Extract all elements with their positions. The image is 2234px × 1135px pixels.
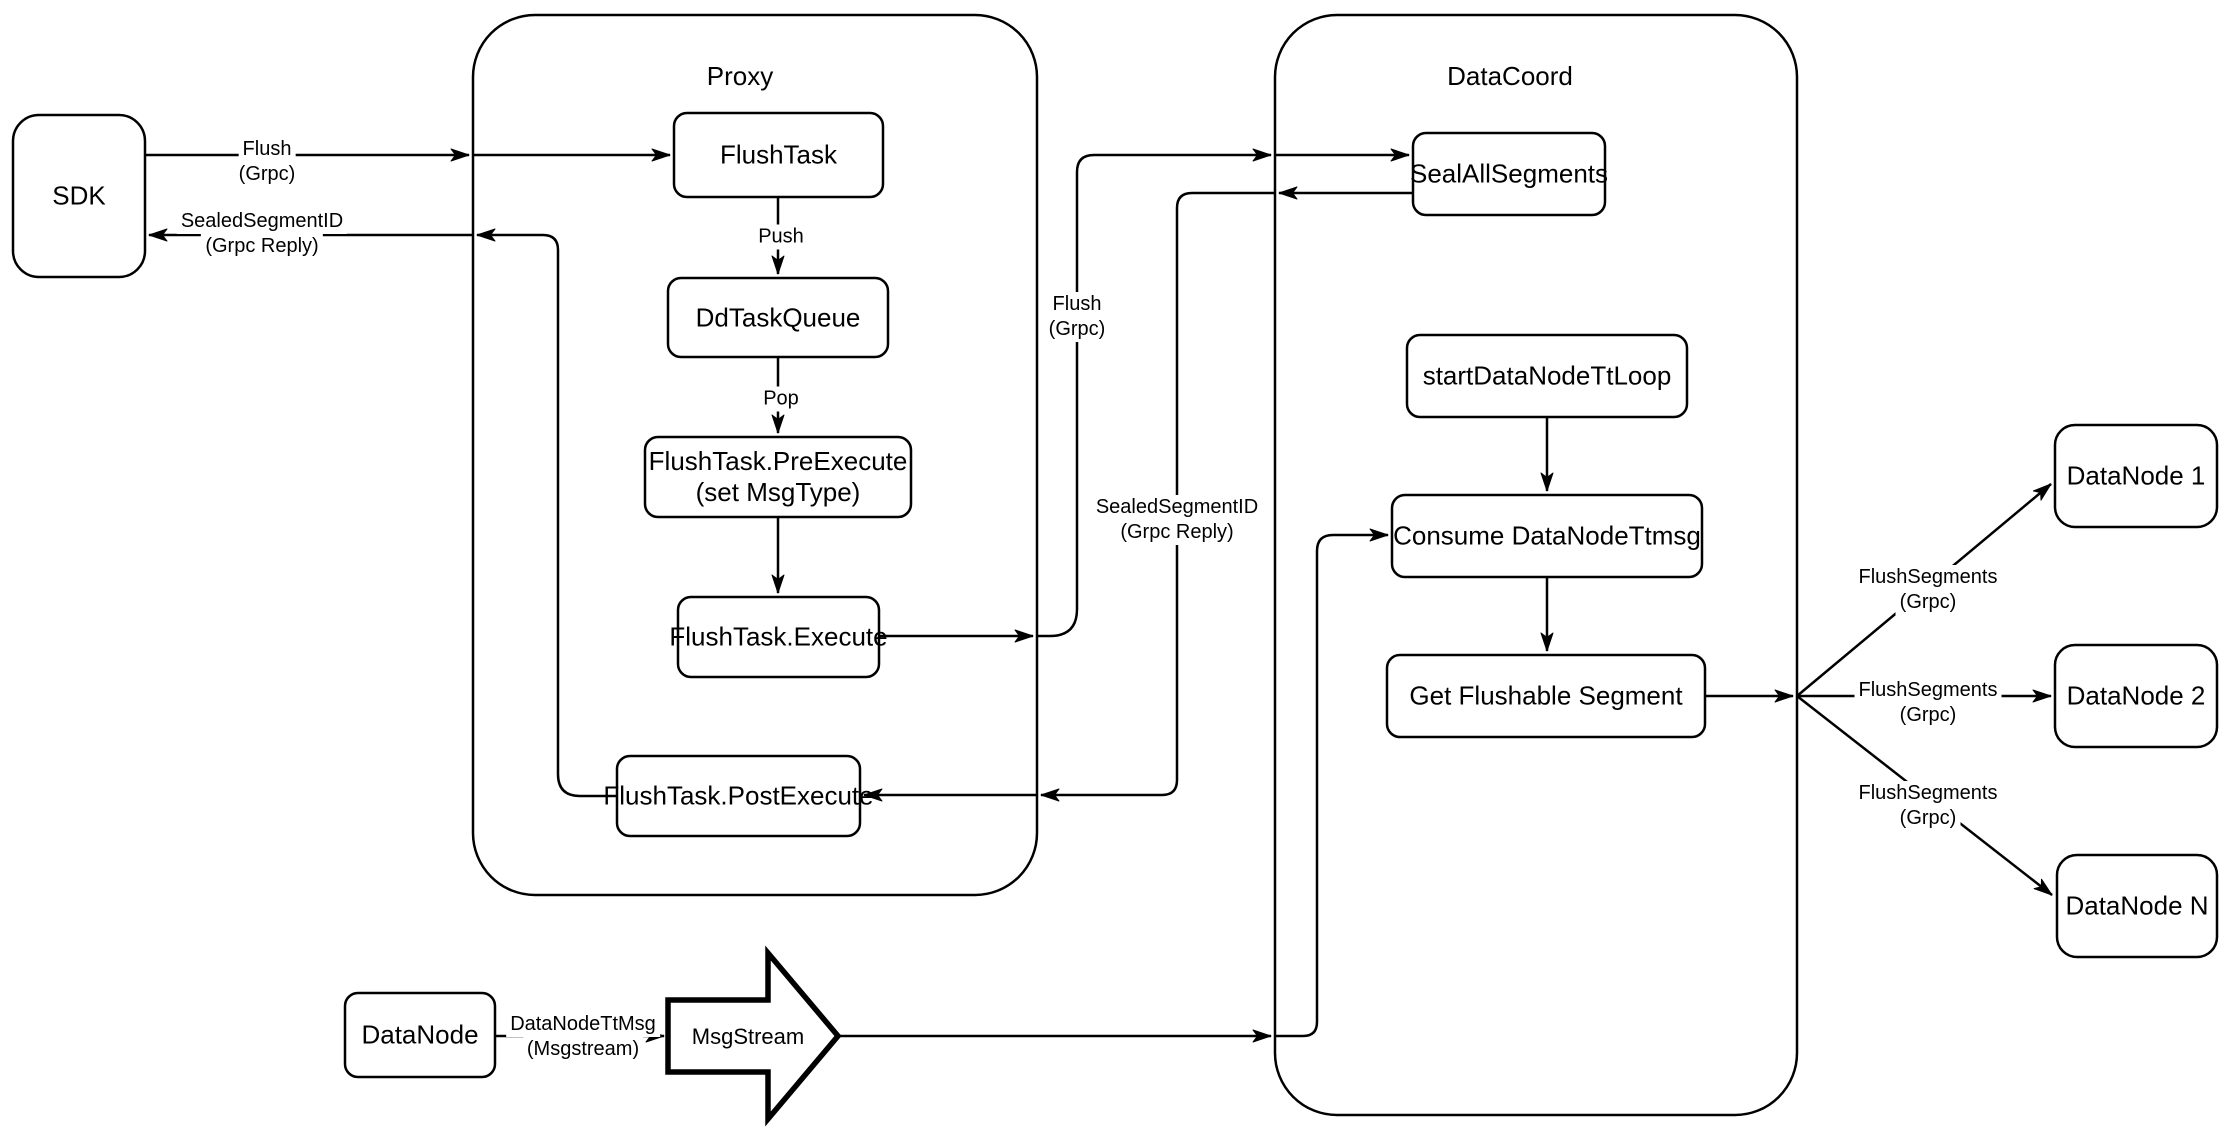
node-consume-datanode-ttmsg — [1390, 493, 1704, 579]
edge-label-flush-segments-1: FlushSegments(Grpc) — [1854, 565, 2002, 615]
edge-label-flush-grpc-sdk: Flush(Grpc) — [234, 137, 300, 187]
node-flush-task — [672, 111, 885, 199]
edge-datacoord-reply-to-proxy-border — [1040, 191, 1275, 802]
node-datanode-n — [2055, 853, 2219, 959]
node-label-datanode-2: DataNode 2 — [2066, 680, 2206, 711]
node-label-sdk: SDK — [52, 180, 106, 211]
edge-label-flush-grpc-mid: Flush(Grpc) — [1044, 292, 1110, 342]
node-label-flush-task: FlushTask — [719, 139, 838, 170]
node-flush-task-execute — [676, 595, 881, 679]
node-label-datanode-1: DataNode 1 — [2066, 460, 2206, 491]
node-label-flush-task-post-execute: FlushTask.PostExecute — [603, 780, 874, 811]
node-label-datanode-source: DataNode — [361, 1019, 479, 1050]
node-label-get-flushable-segment: Get Flushable Segment — [1409, 680, 1683, 711]
edge-label-datanode-tt-msg: DataNodeTtMsg(Msgstream) — [506, 1012, 660, 1062]
edge-label-flush-segments-2: FlushSegments(Grpc) — [1854, 678, 2002, 728]
node-label-consume-datanode-ttmsg: Consume DataNodeTtmsg — [1393, 520, 1701, 551]
node-label-datanode-n: DataNode N — [2065, 890, 2209, 921]
node-datanode-2 — [2053, 643, 2219, 749]
edge-label-push: Push — [754, 224, 808, 250]
node-label-flush-task-pre-execute: FlushTask.PreExecute(set MsgType) — [648, 446, 908, 507]
edge-label-sealed-segment-id-sdk: SealedSegmentID(Grpc Reply) — [176, 209, 348, 259]
edge-datacoord-border-to-consume — [1275, 528, 1389, 1038]
node-label-seal-all-segments: SealAllSegments — [1410, 158, 1608, 189]
node-flush-task-post-execute — [615, 754, 862, 838]
node-dd-task-queue — [666, 276, 890, 359]
edge-label-sealed-segment-id-mid: SealedSegmentID(Grpc Reply) — [1091, 495, 1263, 545]
node-label-start-datanode-tt-loop: startDataNodeTtLoop — [1422, 360, 1672, 391]
container-label-datacoord: DataCoord — [1447, 61, 1573, 91]
edge-postexecute-reply-to-proxy-border — [476, 228, 617, 798]
edge-proxy-to-datacoord-flush — [1037, 148, 1272, 638]
block-arrow-label-msgstream: MsgStream — [691, 1024, 805, 1049]
node-get-flushable-segment — [1385, 653, 1707, 739]
node-label-flush-task-execute: FlushTask.Execute — [669, 621, 888, 652]
node-seal-all-segments — [1411, 131, 1607, 217]
node-sdk — [11, 113, 147, 279]
container-label-proxy: Proxy — [706, 61, 774, 91]
node-flush-task-pre-execute — [643, 435, 913, 519]
edge-label-flush-segments-3: FlushSegments(Grpc) — [1854, 781, 2002, 831]
edge-label-pop: Pop — [759, 386, 803, 412]
block-arrow-msgstream — [665, 945, 842, 1127]
node-label-dd-task-queue: DdTaskQueue — [695, 302, 861, 332]
node-start-datanode-tt-loop — [1405, 333, 1689, 419]
node-datanode-1 — [2053, 423, 2219, 529]
node-datanode-source — [343, 991, 497, 1079]
